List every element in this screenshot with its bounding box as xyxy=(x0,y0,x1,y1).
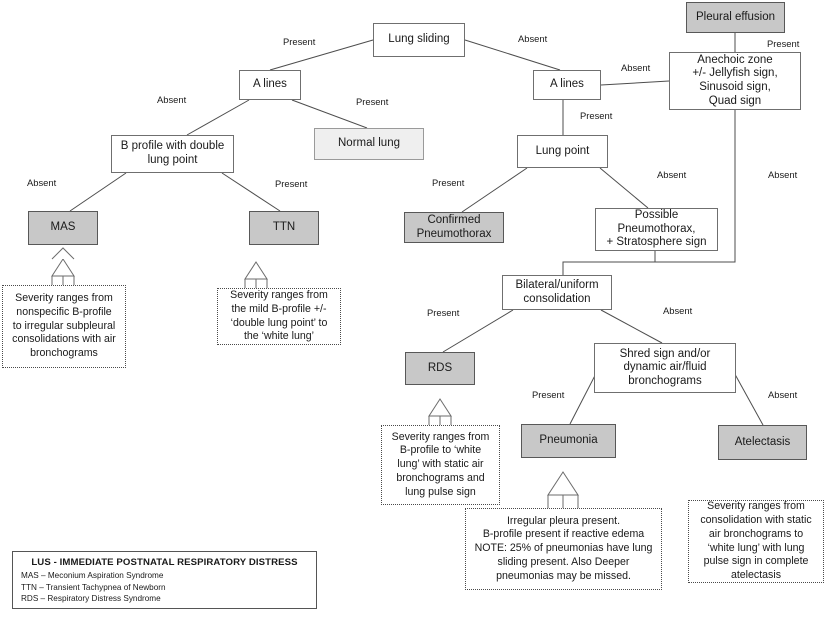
note-rds: Severity ranges from B-profile to ‘white… xyxy=(381,425,500,505)
node-shred-sign[interactable]: Shred sign and/or dynamic air/fluid bron… xyxy=(594,343,736,393)
edge-lungpoint-absent xyxy=(599,167,649,209)
edge-alines-absent xyxy=(186,99,250,136)
node-a-lines-left[interactable]: A lines xyxy=(239,70,301,100)
edge-label-sliding-absent: Absent xyxy=(518,33,548,44)
edge-label-shred-present: Present xyxy=(532,389,565,400)
edge-alines-right-absent xyxy=(600,80,670,86)
node-anechoic-zone[interactable]: Anechoic zone +/- Jellyfish sign, Sinuso… xyxy=(669,52,801,110)
edge-lungpoint-present xyxy=(461,167,528,213)
edge-label-alines-left-absent: Absent xyxy=(157,94,187,105)
legend-title: LUS - IMMEDIATE POSTNATAL RESPIRATORY DI… xyxy=(31,557,298,568)
note-mas: Severity ranges from nonspecific B-profi… xyxy=(2,285,126,368)
callout-arrow-ttn xyxy=(244,261,268,288)
legend-row-rds: RDS – Respiratory Distress Syndrome xyxy=(21,594,161,604)
edge-label-alines-right-absent: Absent xyxy=(621,62,651,73)
legend-row-mas: MAS – Meconium Aspiration Syndrome xyxy=(21,571,164,580)
edge-alines-present xyxy=(291,99,368,129)
edge-label-effusion-absent: Absent xyxy=(768,169,798,180)
edge-label-bprofile-present: Present xyxy=(275,178,308,189)
edge-bprofile-present xyxy=(221,172,281,212)
edge-label-alines-left-present: Present xyxy=(356,96,389,107)
node-lung-point[interactable]: Lung point xyxy=(517,135,608,168)
edge-label-bprofile-absent: Absent xyxy=(27,177,57,188)
legend-row-ttn: TTN – Transient Tachypnea of Newborn xyxy=(21,582,166,592)
legend-box: LUS - IMMEDIATE POSTNATAL RESPIRATORY DI… xyxy=(12,551,317,609)
callout-arrow-rds xyxy=(428,398,452,425)
callout-arrow-mas xyxy=(51,258,75,285)
edge-effusion-absent xyxy=(562,110,736,275)
node-mas[interactable]: MAS xyxy=(28,211,98,245)
edge-label-lungpoint-present: Present xyxy=(432,177,465,188)
note-ttn: Severity ranges from the mild B-profile … xyxy=(217,288,341,345)
edge-label-shred-absent: Absent xyxy=(768,389,798,400)
node-confirmed-pneumothorax[interactable]: Confirmed Pneumothorax xyxy=(404,212,504,243)
edge-sliding-present xyxy=(269,39,374,71)
edge-label-lungpoint-absent: Absent xyxy=(657,169,687,180)
edge-label-consolidation-present: Present xyxy=(427,307,460,318)
edge-label-effusion-present: Present xyxy=(767,38,800,49)
edge-label-consolidation-absent: Absent xyxy=(663,305,693,316)
node-a-lines-right[interactable]: A lines xyxy=(533,70,601,100)
callout-tip-mas xyxy=(51,247,75,260)
node-possible-pneumothorax[interactable]: Possible Pneumothorax, + Stratosphere si… xyxy=(595,208,718,251)
edge-bprofile-absent xyxy=(69,172,127,212)
node-rds[interactable]: RDS xyxy=(405,352,475,385)
edge-label-sliding-present: Present xyxy=(283,36,316,47)
node-ttn[interactable]: TTN xyxy=(249,211,319,245)
edge-sliding-absent xyxy=(464,39,561,71)
note-atelectasis: Severity ranges from consolidation with … xyxy=(688,500,824,583)
node-lung-sliding[interactable]: Lung sliding xyxy=(373,23,465,57)
node-pleural-effusion[interactable]: Pleural effusion xyxy=(686,2,785,33)
node-normal-lung[interactable]: Normal lung xyxy=(314,128,424,160)
node-bilateral-consolidation[interactable]: Bilateral/uniform consolidation xyxy=(502,275,612,310)
node-atelectasis[interactable]: Atelectasis xyxy=(718,425,807,460)
callout-arrow-pneumonia xyxy=(547,471,579,508)
edge-consolidation-present xyxy=(442,309,514,353)
note-pneumonia: Irregular pleura present. B-profile pres… xyxy=(465,508,662,590)
edge-label-alines-right-present: Present xyxy=(580,110,613,121)
node-b-profile[interactable]: B profile with double lung point xyxy=(111,135,234,173)
node-pneumonia[interactable]: Pneumonia xyxy=(521,424,616,458)
edge-consolidation-absent xyxy=(600,309,663,344)
